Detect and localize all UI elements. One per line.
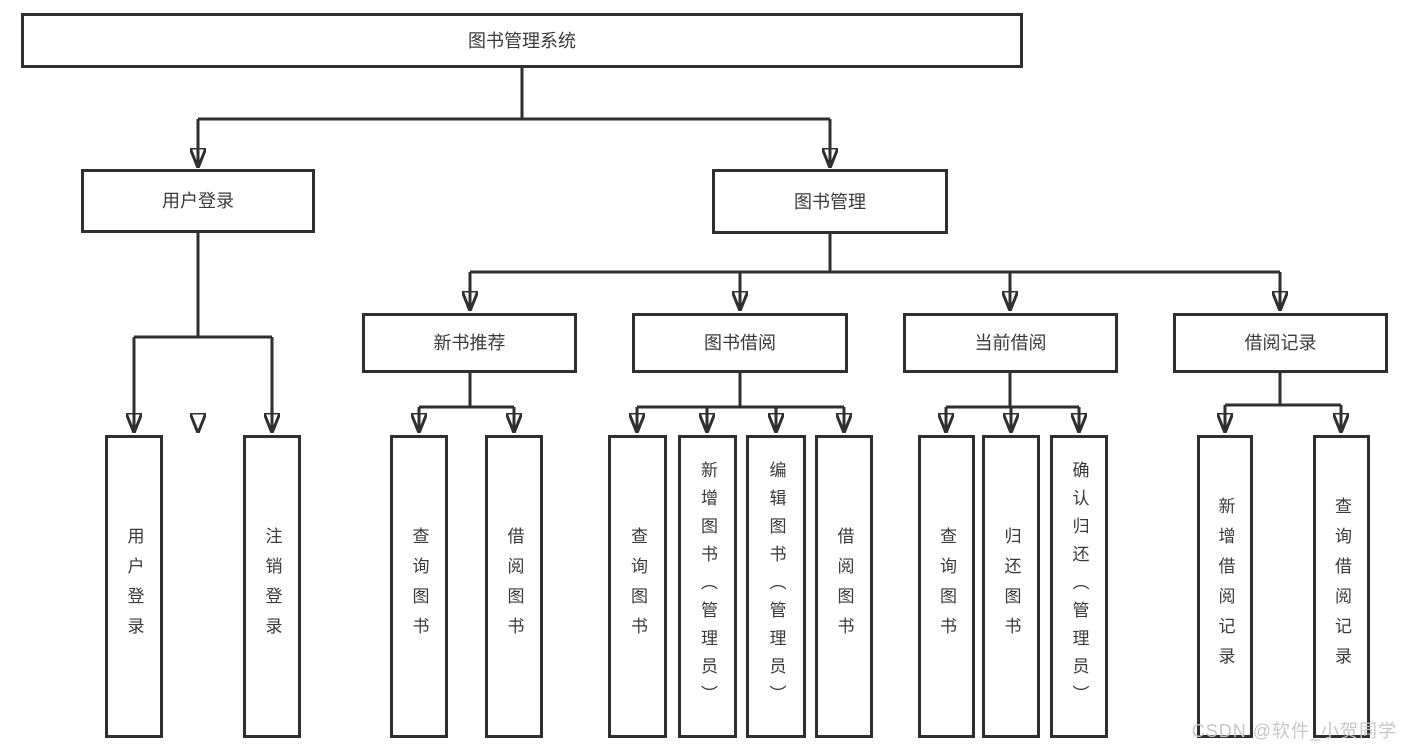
leaf-newbooks-borrow: 借阅图书 [485, 435, 543, 738]
leaf-login: 用户登录 [105, 435, 163, 738]
connector-root [198, 68, 830, 433]
connector-current-borrow [946, 373, 1079, 433]
connector-book-mgmt [470, 234, 1280, 311]
leaf-records-query: 查询借阅记录 [1313, 435, 1370, 738]
leaf-logout: 注销登录 [243, 435, 301, 738]
node-current-borrow: 当前借阅 [903, 313, 1118, 373]
leaf-borrow-edit-admin: 编辑图书（管理员） [746, 435, 806, 738]
node-borrow-records: 借阅记录 [1173, 313, 1388, 373]
node-book-mgmt: 图书管理 [712, 169, 948, 234]
leaf-records-add: 新增借阅记录 [1197, 435, 1253, 738]
connector-user-login [134, 233, 272, 433]
connector-book-borrow [637, 373, 844, 433]
node-new-books: 新书推荐 [362, 313, 577, 373]
node-book-borrow: 图书借阅 [632, 313, 848, 373]
leaf-borrow-add-admin: 新增图书（管理员） [678, 435, 737, 738]
leaf-newbooks-query: 查询图书 [390, 435, 448, 738]
leaf-current-query: 查询图书 [918, 435, 975, 738]
node-user-login: 用户登录 [81, 169, 315, 233]
leaf-current-confirm-admin: 确认归还（管理员） [1050, 435, 1108, 738]
node-root: 图书管理系统 [21, 13, 1023, 68]
connector-new-books [419, 373, 514, 433]
connector-borrow-records [1225, 373, 1341, 433]
leaf-current-return: 归还图书 [982, 435, 1040, 738]
leaf-borrow-query: 查询图书 [608, 435, 667, 738]
leaf-borrow-borrow: 借阅图书 [815, 435, 873, 738]
watermark: CSDN @软件_小贺同学 [1191, 721, 1397, 741]
